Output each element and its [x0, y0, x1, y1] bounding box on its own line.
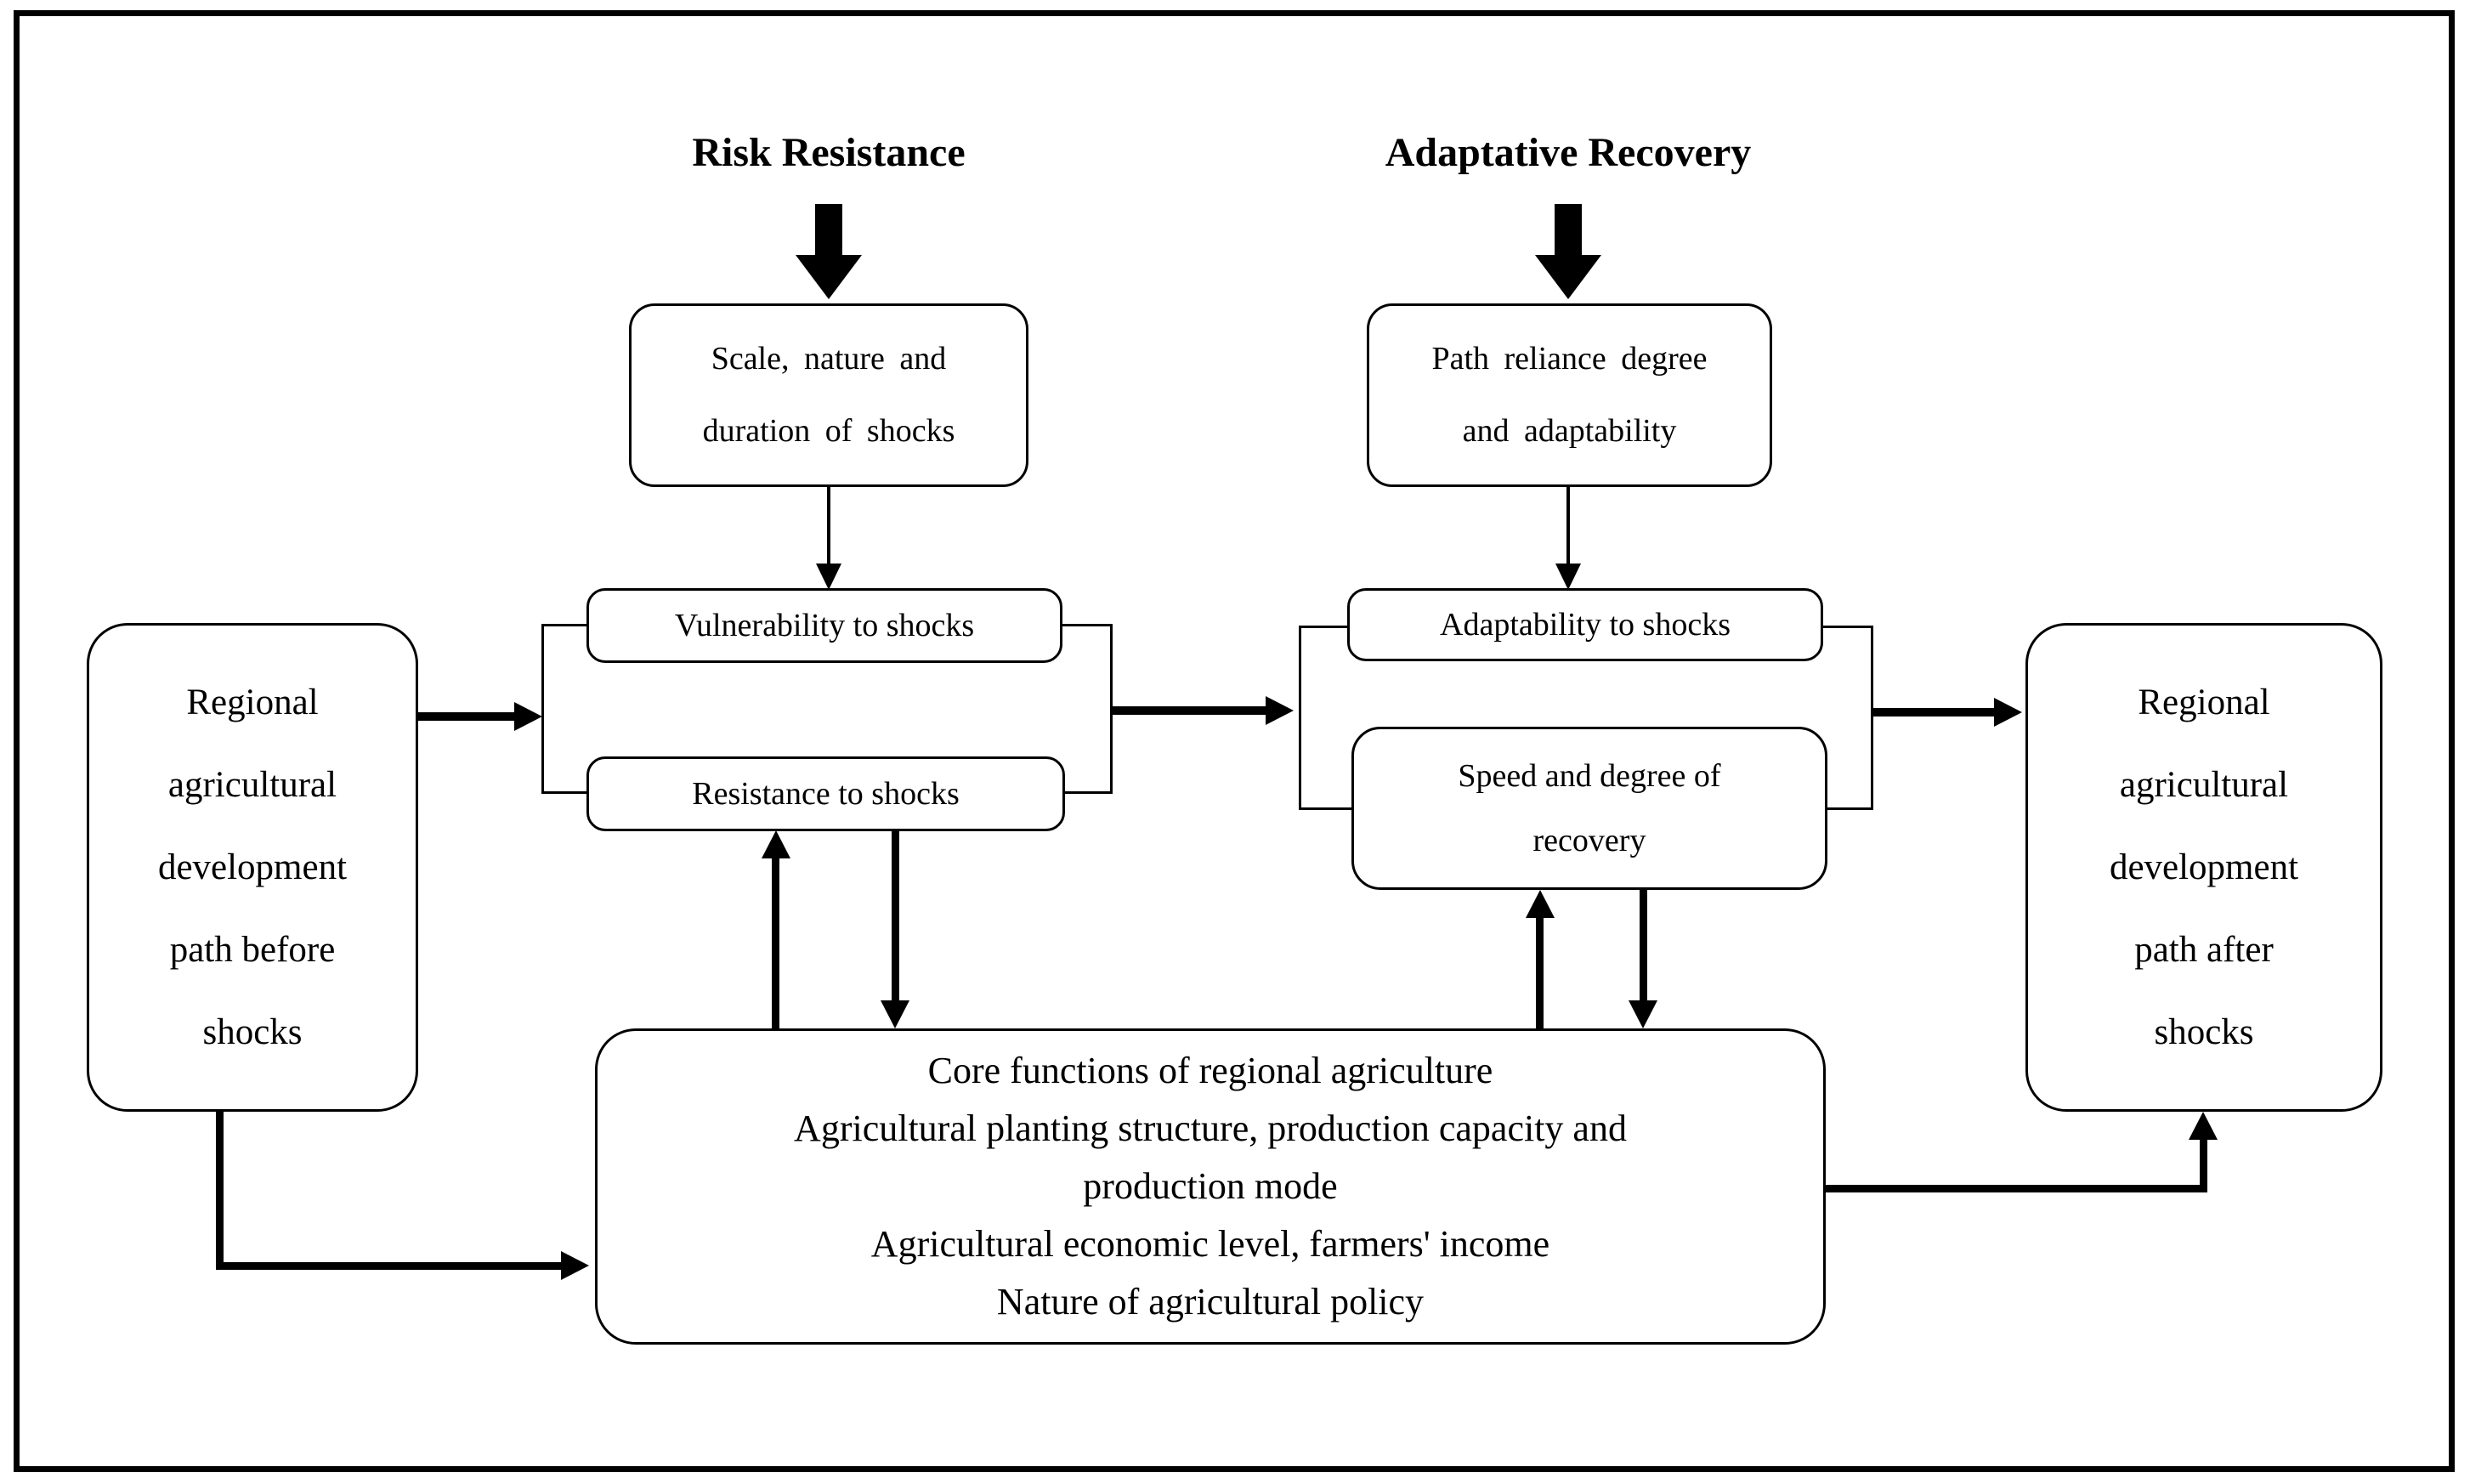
box-text-line: Resistance to shocks: [692, 776, 960, 812]
box-text-line: development: [2109, 847, 2299, 887]
box-text-line: Adaptability to shocks: [1440, 607, 1731, 643]
box-text-line: duration of shocks: [702, 413, 955, 449]
arrowhead-down-icon: [881, 1000, 909, 1028]
title-risk-resistance: Risk Resistance: [692, 130, 966, 175]
bracket-connector: [1062, 624, 1113, 626]
bracket-connector: [1299, 626, 1349, 628]
box-shock-characteristics: Scale, nature and duration of shocks: [629, 303, 1028, 487]
box-path-reliance: Path reliance degree and adaptability: [1367, 303, 1772, 487]
arrow-core-to-resistance: [772, 855, 779, 1028]
arrowhead-down-icon: [1555, 564, 1581, 590]
arrowhead-right-icon: [561, 1251, 589, 1280]
bracket-right-group2: [1871, 626, 1873, 810]
bracket-connector: [541, 791, 588, 794]
box-vulnerability: Vulnerability to shocks: [586, 588, 1062, 663]
arrowhead-right-icon: [514, 702, 542, 731]
bracket-connector: [1065, 791, 1113, 794]
box-core-functions: Core functions of regional agriculture A…: [595, 1028, 1826, 1345]
box-resistance: Resistance to shocks: [586, 756, 1065, 831]
box-text-line: Scale, nature and: [711, 341, 947, 377]
bracket-connector: [541, 624, 588, 626]
box-text-line: Regional: [2138, 683, 2270, 722]
arrowhead-right-icon: [1994, 698, 2022, 727]
box-text-line: Path reliance degree: [1431, 341, 1708, 377]
bracket-connector: [1827, 807, 1873, 810]
bracket-connector: [1823, 626, 1873, 628]
arrow-shock-to-vulnerability: [827, 487, 830, 568]
box-recovery-speed: Speed and degree of recovery: [1351, 727, 1827, 890]
box-text-line: shocks: [202, 1012, 303, 1052]
box-text-line: and adaptability: [1462, 413, 1677, 449]
arrowhead-up-icon: [1526, 890, 1555, 918]
box-path-after-shocks: Regional agricultural development path a…: [2025, 623, 2382, 1112]
box-text-line: shocks: [2154, 1012, 2254, 1052]
box-text-line: Speed and degree of: [1458, 758, 1721, 794]
bracket-right-group1: [1110, 624, 1113, 794]
box-text-line: Vulnerability to shocks: [674, 608, 975, 643]
arrow-resistance-to-core: [892, 830, 899, 1003]
arrow-group1-to-group2: [1112, 706, 1267, 715]
arrow-core-to-recovery: [1536, 915, 1544, 1028]
box-path-before-shocks: Regional agricultural development path b…: [87, 623, 418, 1112]
down-block-arrow-risk: [796, 204, 862, 299]
box-text-line: production mode: [1083, 1165, 1338, 1207]
box-text-line: recovery: [1532, 823, 1646, 858]
box-text-line: Agricultural economic level, farmers' in…: [870, 1223, 1550, 1265]
arrow-before-to-core-vertical: [216, 1109, 224, 1270]
arrow-group2-to-after: [1872, 708, 1996, 717]
box-text-line: Nature of agricultural policy: [996, 1281, 1425, 1323]
arrowhead-up-icon: [762, 830, 790, 858]
arrowhead-down-icon: [816, 564, 841, 590]
arrow-before-to-group1: [418, 712, 516, 721]
arrow-core-to-after-vertical: [2200, 1137, 2207, 1192]
down-block-arrow-recovery: [1535, 204, 1601, 299]
arrowhead-down-icon: [1629, 1000, 1657, 1028]
box-text-line: Core functions of regional agriculture: [927, 1050, 1493, 1091]
arrow-recovery-to-core: [1640, 890, 1647, 1003]
title-adaptative-recovery: Adaptative Recovery: [1385, 130, 1752, 175]
box-adaptability: Adaptability to shocks: [1347, 588, 1823, 661]
bracket-left-group2: [1299, 626, 1301, 810]
box-text-line: Regional: [186, 683, 319, 722]
box-text-line: path after: [2134, 930, 2274, 970]
arrowhead-up-icon: [2189, 1112, 2218, 1140]
arrow-before-to-core-horizontal: [216, 1262, 561, 1270]
arrowhead-right-icon: [1266, 696, 1294, 725]
box-text-line: agricultural: [2119, 765, 2289, 805]
box-text-line: path before: [169, 930, 336, 970]
outer-border: [14, 10, 2455, 1472]
arrow-reliance-to-adaptability: [1566, 487, 1570, 568]
bracket-left-group1: [541, 624, 544, 794]
box-text-line: Agricultural planting structure, product…: [794, 1107, 1627, 1149]
box-text-line: agricultural: [167, 765, 337, 805]
arrow-core-to-after-horizontal: [1826, 1185, 2207, 1192]
bracket-connector: [1299, 807, 1353, 810]
box-text-line: development: [157, 847, 348, 887]
